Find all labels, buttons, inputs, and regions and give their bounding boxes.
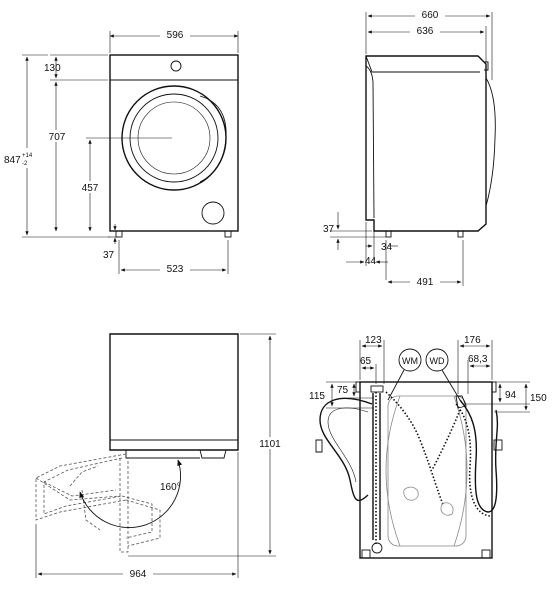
side-37-label: 37 — [323, 224, 335, 235]
rear-123-label: 123 — [365, 335, 382, 346]
side-44-label: 44 — [365, 256, 377, 267]
rear-115-label: 115 — [309, 391, 325, 402]
front-view: 596 130 707 847 +14 -2 457 37 52 — [4, 28, 239, 275]
side-view: 660 636 37 34 44 491 — [323, 8, 496, 288]
rear-68-label: 68,3 — [468, 354, 488, 365]
front-foot-right — [224, 230, 232, 238]
rear-view: WM WD 123 65 — [309, 335, 547, 559]
rear-body — [359, 381, 493, 559]
front-457-label: 457 — [82, 183, 99, 194]
side-491-label: 491 — [417, 277, 434, 288]
door-angle-label: 160° — [160, 482, 181, 493]
side-top-panel — [365, 55, 480, 73]
inlet-hose-left — [319, 397, 373, 502]
right-drain-hose — [459, 399, 499, 513]
rear-drum-panel — [387, 395, 467, 547]
wm-label: WM — [402, 356, 418, 366]
open-door-frame — [119, 458, 129, 553]
side-34-label: 34 — [381, 242, 393, 253]
front-707-label: 707 — [49, 132, 66, 143]
front-130-label: 130 — [44, 63, 61, 74]
side-foot-front — [457, 230, 464, 238]
side-660-label: 660 — [422, 10, 439, 21]
side-636-label: 636 — [417, 26, 434, 37]
front-847-tol-plus: +14 — [22, 153, 33, 159]
drain-filter-cover — [201, 201, 225, 225]
rear-65-label: 65 — [360, 356, 372, 367]
front-width-label: 596 — [167, 30, 184, 41]
wd-label: WD — [430, 356, 445, 366]
wm-badge — [398, 348, 422, 372]
side-body — [365, 55, 487, 232]
rear-176-label: 176 — [464, 335, 481, 346]
door-view-hinge — [199, 449, 227, 459]
front-523-label: 523 — [167, 264, 184, 275]
front-body — [109, 54, 239, 232]
program-knob — [170, 60, 182, 72]
wd-badge — [425, 348, 449, 372]
door-hinge-bulge — [199, 95, 227, 183]
open-door-outline — [35, 453, 127, 521]
rear-150-label: 150 — [530, 393, 547, 404]
door-964-label: 964 — [130, 569, 147, 580]
front-foot-left — [115, 230, 123, 238]
left-drain-hose — [372, 393, 381, 540]
rear-75-label: 75 — [337, 385, 349, 396]
door-base-plate — [125, 450, 200, 459]
side-rear-bulge — [365, 65, 375, 219]
front-847-label: 847 — [4, 155, 21, 166]
door-open-view: 160° 1101 964 — [35, 333, 285, 580]
side-foot-rear — [385, 230, 392, 238]
door-1101-label: 1101 — [259, 439, 281, 450]
door-view-body — [109, 333, 239, 451]
front-37-label: 37 — [103, 250, 115, 261]
side-door-profile — [485, 77, 496, 207]
door-angle-arc — [79, 459, 183, 528]
rear-94-label: 94 — [505, 390, 517, 401]
front-847-tol-minus: -2 — [22, 161, 28, 167]
